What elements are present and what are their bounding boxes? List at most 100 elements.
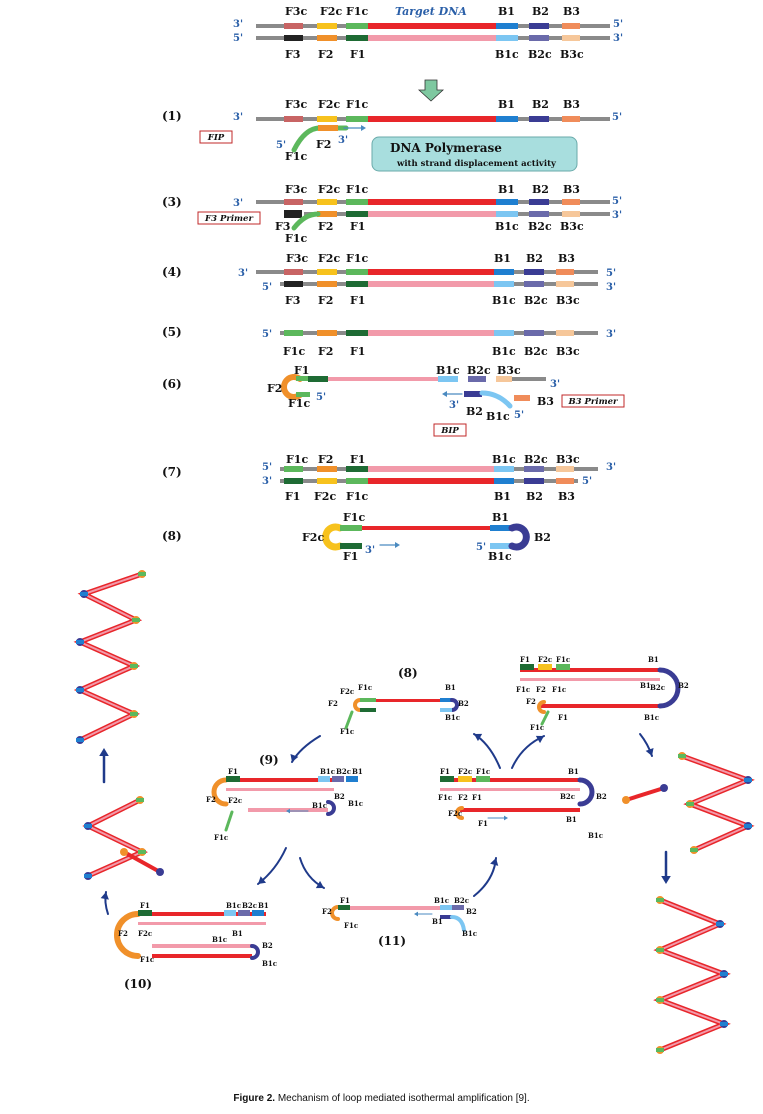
- label-F3: F3: [285, 294, 300, 307]
- zigzag-left-bottom-stem-1: [84, 824, 92, 828]
- label-F1c: F1c: [343, 511, 365, 524]
- fragment-left: [122, 850, 162, 874]
- label-B2c: B2c: [524, 294, 548, 307]
- step3-bottom-b2c: [529, 211, 549, 217]
- label-F1c: F1c: [346, 183, 368, 196]
- dumbbell-f2c-loop: [322, 523, 344, 551]
- tr-lab-f1-4: F1: [558, 713, 568, 722]
- caption-figure-label: Figure 2.: [233, 1093, 276, 1104]
- zigzag-right-mid-stem-2: [686, 802, 694, 806]
- label-B1: B1: [498, 183, 515, 196]
- c9-b2c: [332, 776, 344, 782]
- caption-text: Mechanism of loop mediated isothermal am…: [275, 1093, 530, 1104]
- target-bottom-strand-b2c: [529, 35, 549, 41]
- label-F1c: F1c: [346, 5, 368, 18]
- zigzag-left-bottom-stem-0: [136, 798, 144, 802]
- target-top-strand-f1c: [346, 23, 368, 29]
- cr-lab-b1: B1: [568, 767, 579, 776]
- tr-f1: [520, 664, 534, 670]
- cr-lab-f1c: F1c: [476, 767, 490, 776]
- zigzag-left-bottom-pink: [85, 799, 145, 877]
- zigzag-left-top-pink: [77, 573, 143, 741]
- label-F1c: F1c: [283, 345, 305, 358]
- step5-strand-b3c: [556, 330, 574, 336]
- step6-f2-loop: [281, 374, 303, 400]
- dumbbell-3prime: 3': [365, 545, 375, 556]
- step4-bottom-f1: [346, 281, 368, 287]
- label-F3c: F3c: [286, 252, 308, 265]
- label-B2: B2: [532, 98, 549, 111]
- label-F1c: F1c: [346, 98, 368, 111]
- label-F1c: F1c: [346, 252, 368, 265]
- cr-f1c: [476, 776, 490, 782]
- label-F2c: F2c: [318, 98, 340, 111]
- c8-lab-b2: B2: [458, 699, 469, 708]
- step7-5prime: 5': [262, 462, 272, 473]
- cycle-arrow-tr-down-head: [645, 747, 654, 756]
- label-F1: F1: [285, 490, 300, 503]
- c11-loop: [330, 905, 340, 921]
- tr-bottom: [540, 704, 660, 708]
- c10-b1: [252, 910, 264, 916]
- step6-pink-strand: [328, 377, 438, 381]
- step-3-label: (3): [162, 195, 182, 209]
- label-B3c: B3c: [556, 345, 580, 358]
- polymerase-subtitle: with strand displacement activity: [396, 159, 557, 169]
- right-down-arrowhead: [661, 876, 671, 884]
- c11-lab-b2: B2: [466, 907, 477, 916]
- step7-top-f1: [346, 466, 368, 472]
- tr-lab-f2-2: F2: [526, 697, 536, 706]
- label-B1c: B1c: [492, 294, 516, 307]
- step-1-label: (1): [162, 109, 182, 123]
- label-F1: F1: [350, 345, 365, 358]
- label-B1c: B1c: [486, 410, 510, 423]
- tr-top: [520, 668, 660, 672]
- fip-tag-box: [199, 130, 233, 144]
- label-B1c: B1c: [436, 364, 460, 377]
- step4-5prime: 5': [262, 282, 272, 293]
- label-F2: F2: [318, 345, 333, 358]
- cr-arrowhead: [504, 815, 508, 821]
- c8-f1: [360, 708, 376, 712]
- c9-lab-b2c: B2c: [336, 767, 351, 776]
- label-F2: F2: [318, 294, 333, 307]
- label-B1: B1: [498, 5, 515, 18]
- c10-mid: [138, 922, 266, 925]
- target-top-strand-target: [368, 23, 496, 29]
- c9-lab-f2c: F2c: [228, 796, 242, 805]
- label-F2: F2: [318, 48, 333, 61]
- step1-strand-b2: [529, 116, 549, 122]
- label-F2: F2: [267, 382, 282, 395]
- step5-strand-f2: [317, 330, 337, 336]
- zigzag-left-top-stem-7: [76, 738, 84, 742]
- c10-b2c: [238, 910, 250, 916]
- fip-3prime: 3': [338, 135, 348, 146]
- zigzag-right-bottom-stem-0: [656, 898, 664, 902]
- step4-bottom-f3: [284, 281, 303, 287]
- c9-lab-b1: B1: [352, 767, 363, 776]
- target-top-strand-b1: [496, 23, 518, 29]
- step7-bottom-f2c: [317, 478, 337, 484]
- label-B1: B1: [494, 252, 511, 265]
- c10-bottom2: [152, 944, 252, 948]
- step-6-label: (6): [162, 377, 182, 391]
- tr-mid: [520, 678, 660, 681]
- step7-top-b1c: [494, 466, 514, 472]
- b3-primer-tag-box: [561, 394, 625, 408]
- zigzag-right-mid-stem-3: [744, 824, 752, 828]
- label-F3: F3: [285, 48, 300, 61]
- figure-caption: Figure 2. Mechanism of loop mediated iso…: [0, 1093, 763, 1104]
- c11-lab-f1c: F1c: [344, 921, 358, 930]
- cr-lab-f2c: F2c: [458, 767, 472, 776]
- step7-top-b3c: [556, 466, 574, 472]
- bip-tag-box: [433, 423, 467, 437]
- c10-lab-b2c: B2c: [242, 901, 257, 910]
- c10-lab-f1c: F1c: [140, 955, 154, 964]
- top-strand-3prime: 3': [233, 19, 243, 30]
- step3-3prime-b: 3': [612, 210, 622, 221]
- step1-3prime: 3': [233, 112, 243, 123]
- label-B3: B3: [563, 98, 580, 111]
- c11-f1: [338, 905, 350, 910]
- step7-top-b2c: [524, 466, 544, 472]
- step3-5prime: 5': [612, 196, 622, 207]
